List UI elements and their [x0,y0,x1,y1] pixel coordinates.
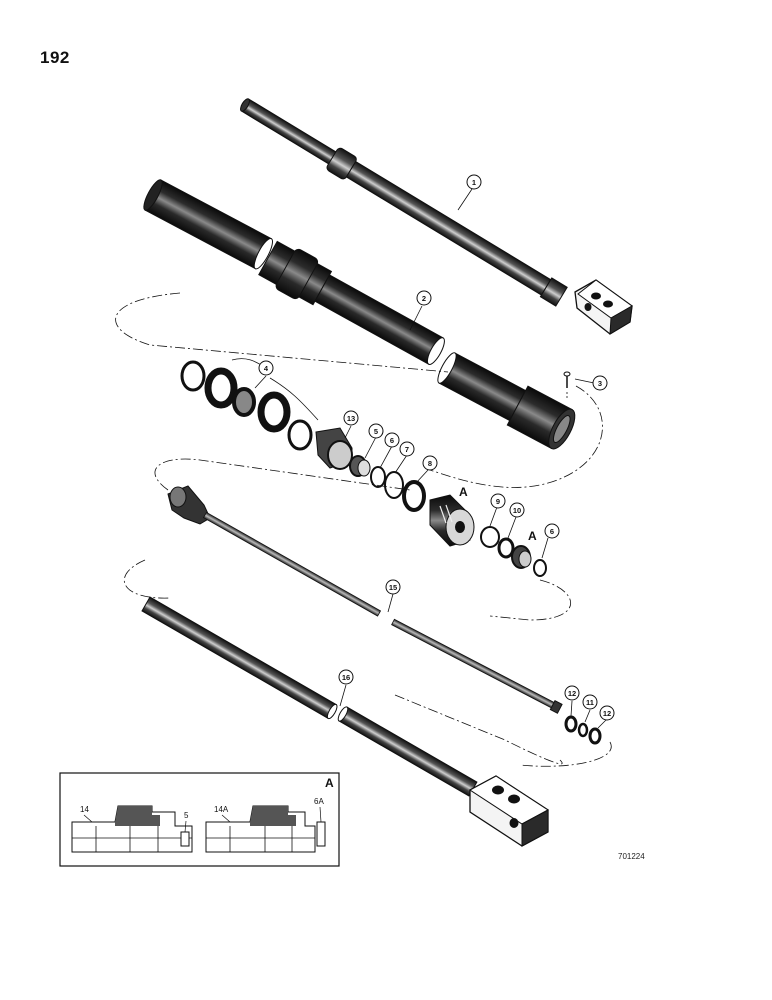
part-9-washer [480,526,500,548]
callout-circles [258,174,615,721]
callout-16: 16 [342,673,350,682]
callout-5: 5 [374,427,378,436]
part-10-ring [497,537,515,559]
callout-12b: 12 [603,709,611,718]
callout-7: 7 [405,445,409,454]
part-4-seal-stack [180,360,313,451]
callout-3: 3 [598,379,602,388]
part-12-washer-2 [588,727,602,745]
part-6-o-ring [370,466,386,488]
part-13-bushing [315,427,353,470]
callout-2: 2 [422,294,426,303]
callout-9: 9 [496,497,500,506]
callout-10: 10 [513,506,521,515]
inset-label-14: 14 [80,805,89,814]
page-number: 192 [40,48,70,67]
figure-code: 701224 [618,852,645,861]
part-3-screw [563,371,571,400]
part-15-inner-rod [167,485,563,714]
piston-assembly-a [429,494,475,547]
inset-letter: A [325,776,334,790]
callout-4: 4 [264,364,269,373]
part-11-ring [577,722,589,738]
callout-15: 15 [389,583,397,592]
part-8-seal-ring [402,480,426,512]
assembly-letter-a-nut: A [528,529,537,543]
nut-assembly-a [511,545,532,569]
callout-1: 1 [472,178,476,187]
inset-detail-a: A 14 5 14A 6A [59,772,340,867]
inset-label-6a: 6A [314,797,324,806]
inset-label-14a: 14A [214,805,229,814]
callout-12: 12 [568,689,576,698]
part-2-barrel [143,179,576,450]
callout-13: 13 [347,414,355,423]
part-6-o-ring-2 [533,559,547,577]
callout-6b: 6 [550,527,554,536]
part-16-lower-tube [141,596,549,847]
inset-label-5: 5 [184,811,189,820]
part-5-nut [349,455,371,477]
callout-11: 11 [586,698,594,707]
assembly-letter-a-piston: A [459,485,468,499]
callout-6: 6 [390,436,394,445]
part-12-washer [564,715,578,733]
callout-8: 8 [428,459,432,468]
leader-lines [254,188,608,729]
part-1-rod [240,98,633,335]
part-7-backup-ring [384,471,404,499]
